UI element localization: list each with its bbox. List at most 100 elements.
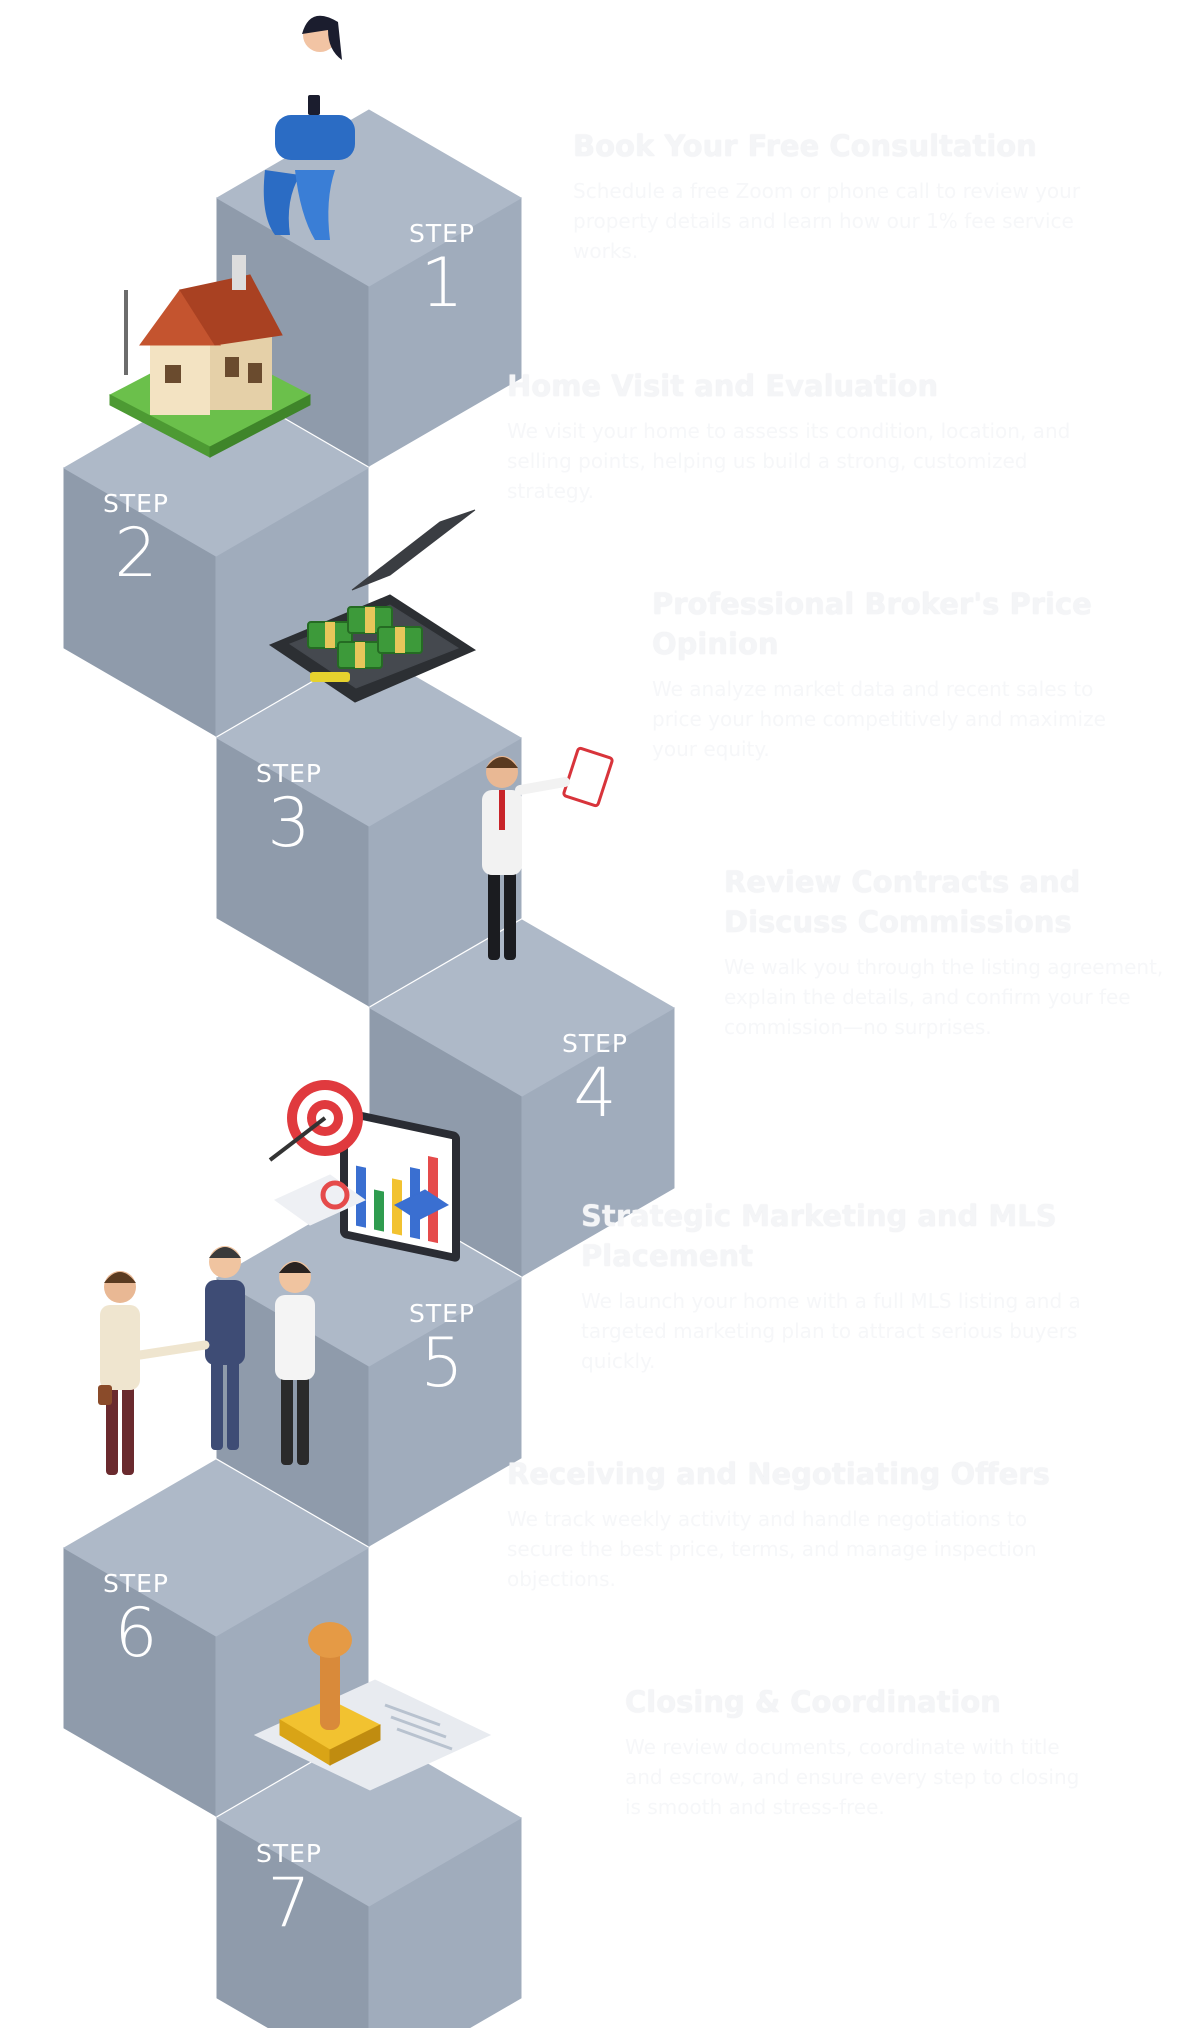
- person-leg: [281, 1375, 293, 1465]
- person-torso: [275, 1295, 315, 1380]
- step-text: We review documents, coordinate with tit…: [625, 1735, 1080, 1819]
- necktie: [499, 790, 505, 830]
- cube-top-face: [63, 1459, 369, 1637]
- woman-shirt: [290, 50, 345, 125]
- briefcase-money-icon: [268, 509, 477, 703]
- woman-leg: [295, 170, 335, 240]
- step-word: STEP: [102, 489, 169, 518]
- step-word: STEP: [408, 1299, 475, 1328]
- step-text: We visit your home to assess its conditi…: [507, 419, 1071, 503]
- step-word: STEP: [255, 1839, 322, 1868]
- step-title: Book Your Free Consultation: [573, 129, 1037, 163]
- person-hair: [209, 1247, 241, 1258]
- window: [225, 357, 239, 377]
- money-band: [365, 607, 375, 633]
- chimney: [232, 255, 246, 290]
- person-leg: [106, 1385, 118, 1475]
- document-line: [390, 1715, 447, 1739]
- arrow: [268, 1116, 327, 1162]
- person-torso: [205, 1280, 245, 1365]
- woman-leg: [263, 170, 300, 235]
- person-leg: [297, 1375, 309, 1465]
- step-title: Closing & Coordination: [625, 1685, 1001, 1719]
- step-text: Schedule a free Zoom or phone call to re…: [573, 179, 1081, 263]
- step-word: STEP: [408, 219, 475, 248]
- stamp-knob: [308, 1622, 352, 1658]
- businessman-clipboard-icon: [482, 746, 614, 960]
- person-torso: [100, 1305, 140, 1390]
- step-6-label: STEP 6: [76, 1570, 196, 1670]
- step-number: 1: [420, 244, 464, 323]
- step-5-description: Strategic Marketing and MLS Placement We…: [581, 1196, 1121, 1376]
- house-wall: [210, 335, 272, 410]
- person-hair: [486, 757, 518, 768]
- window: [165, 365, 181, 383]
- woman-hair: [302, 15, 342, 60]
- cube-top-face: [216, 1729, 522, 1907]
- step-6-description: Receiving and Negotiating Offers We trac…: [507, 1454, 1087, 1594]
- step-3-cube: [216, 649, 522, 1007]
- step-number: 5: [420, 1324, 464, 1403]
- step-2-cube: [63, 379, 369, 737]
- step-5-label: STEP 5: [382, 1300, 502, 1400]
- bag-icon: [98, 1385, 112, 1405]
- stamp-base-side: [329, 1724, 381, 1766]
- step-7-cube: [216, 1729, 522, 2028]
- step-4-description: Review Contracts and Discuss Commissions…: [724, 862, 1164, 1042]
- step-3-label: STEP 3: [229, 760, 349, 860]
- person-leg: [504, 870, 516, 960]
- step-word: STEP: [561, 1029, 628, 1058]
- person-leg: [211, 1360, 223, 1450]
- step-illustrations: [98, 15, 614, 1791]
- step-number: 6: [114, 1594, 158, 1673]
- step-title: Professional Broker's Price Opinion: [652, 587, 1092, 661]
- house-icon: [108, 255, 312, 458]
- woman-hips: [275, 115, 355, 160]
- step-title: Strategic Marketing and MLS Placement: [581, 1199, 1057, 1273]
- money-band: [325, 622, 335, 648]
- person-leg: [488, 870, 500, 960]
- step-text: We walk you through the listing agreemen…: [724, 955, 1164, 1039]
- step-7-description: Closing & Coordination We review documen…: [625, 1682, 1085, 1822]
- step-1-description: Book Your Free Consultation Schedule a f…: [573, 126, 1113, 266]
- house-roof: [179, 274, 283, 346]
- person-leg: [122, 1385, 134, 1475]
- money-band: [395, 627, 405, 653]
- step-word: STEP: [255, 759, 322, 788]
- donut-chart-icon: [320, 1180, 350, 1210]
- step-2-description: Home Visit and Evaluation We visit your …: [507, 366, 1077, 506]
- person-hair: [279, 1262, 311, 1273]
- step-number: 7: [267, 1864, 311, 1943]
- person-hair: [104, 1272, 136, 1283]
- step-2-label: STEP 2: [76, 490, 196, 590]
- step-title: Home Visit and Evaluation: [507, 369, 939, 403]
- handshake-icon: [98, 1246, 315, 1475]
- chart-bar: [374, 1189, 384, 1232]
- step-1-label: STEP 1: [382, 220, 502, 320]
- step-number: 2: [114, 514, 158, 593]
- document-line: [396, 1727, 453, 1751]
- money-band: [355, 642, 365, 668]
- handshake-arm: [135, 1340, 210, 1360]
- step-text: We analyze market data and recent sales …: [652, 677, 1106, 761]
- person-torso: [482, 790, 522, 875]
- step-7-label: STEP 7: [229, 1840, 349, 1940]
- cube-top-face: [216, 649, 522, 827]
- briefcase-lid: [351, 509, 476, 591]
- step-3-description: Professional Broker's Price Opinion We a…: [652, 584, 1132, 764]
- person-arm: [515, 777, 570, 795]
- grass-side: [209, 394, 311, 458]
- stamp-handle: [320, 1640, 340, 1730]
- calculator-icon: [393, 1189, 450, 1221]
- target-chart-monitor-icon: [268, 1080, 460, 1262]
- step-text: We track weekly activity and handle nego…: [507, 1507, 1037, 1591]
- cube-top-face: [63, 379, 369, 557]
- stamp-document-icon: [253, 1622, 492, 1791]
- briefcase-handle: [310, 672, 350, 682]
- person-leg: [227, 1360, 239, 1450]
- step-number: 3: [267, 784, 311, 863]
- woman-on-phone-icon: [263, 15, 355, 240]
- clipboard-icon: [562, 746, 614, 808]
- step-4-label: STEP 4: [535, 1030, 655, 1130]
